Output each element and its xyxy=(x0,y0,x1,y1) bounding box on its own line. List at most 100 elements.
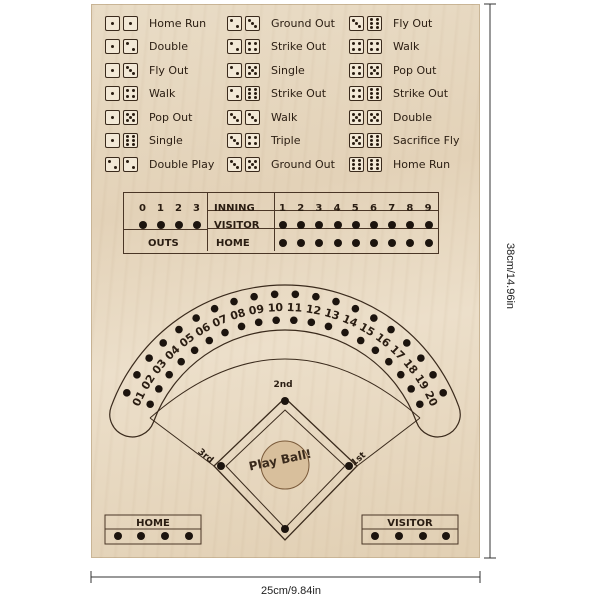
home-inning-hole xyxy=(351,239,360,247)
die-pip xyxy=(132,135,135,138)
runs-inner-hole xyxy=(165,370,174,379)
dice-outcome-label: Ground Out xyxy=(271,157,335,171)
die-pip xyxy=(352,42,355,45)
runs-number: 13 xyxy=(323,306,341,323)
dice-outcome-row: Single xyxy=(105,132,183,150)
runs-outer-hole xyxy=(291,290,300,299)
die-face-icon xyxy=(105,15,120,31)
die-pip xyxy=(126,118,129,122)
die-pip xyxy=(352,48,355,51)
die-pip xyxy=(248,136,251,139)
dice-outcome-label: Pop Out xyxy=(393,63,437,77)
die-pip xyxy=(376,96,379,99)
die-pip xyxy=(248,159,251,163)
home-score-hole xyxy=(114,532,122,540)
inning-divider-1 xyxy=(208,210,438,211)
die-pip xyxy=(233,139,236,142)
visitor-inning-hole xyxy=(406,221,415,229)
die-pip xyxy=(254,136,257,139)
die-pip xyxy=(352,162,355,166)
runs-inner-hole xyxy=(177,357,185,366)
dice-outcome-row: Strike Out xyxy=(227,38,326,56)
inning-number: 3 xyxy=(315,203,323,214)
runs-inner-hole xyxy=(237,322,246,331)
die-face-icon xyxy=(105,62,120,78)
die-face-icon xyxy=(349,156,364,172)
dice-outcome-label: Single xyxy=(271,63,305,77)
runs-inner-hole xyxy=(341,328,349,337)
die-face-icon xyxy=(105,133,120,148)
play-ball-badge xyxy=(260,440,310,490)
dice-outcome-label: Home Run xyxy=(149,16,207,30)
runs-outer-hole xyxy=(133,371,141,379)
inning-number: 6 xyxy=(370,203,377,214)
die-pip xyxy=(114,165,117,169)
die-pip xyxy=(251,115,254,119)
dice-outcome-row: Strike Out xyxy=(227,85,326,103)
die-pip xyxy=(254,48,257,51)
dice-outcome-row: Single xyxy=(227,61,305,79)
runs-inner-hole xyxy=(324,322,333,331)
width-label: 25cm/9.84in xyxy=(261,585,321,597)
die-pip xyxy=(111,139,114,142)
runs-number: 07 xyxy=(210,312,229,330)
runs-inner-hole xyxy=(307,318,316,327)
die-pip xyxy=(370,92,373,95)
die-face-icon xyxy=(367,133,382,148)
die-pip xyxy=(236,95,239,98)
die-pip xyxy=(248,88,251,91)
die-pip xyxy=(358,136,361,139)
scoreboard xyxy=(123,192,439,254)
inning-number: 7 xyxy=(388,203,396,214)
die-face-icon xyxy=(227,133,242,148)
die-pip xyxy=(248,92,251,95)
die-pip xyxy=(233,115,236,119)
outs-number: 3 xyxy=(193,203,200,214)
runs-outer-hole xyxy=(429,371,437,379)
second-base-hole xyxy=(281,397,289,405)
runs-outer-hole xyxy=(417,354,425,362)
die-face-icon xyxy=(349,39,364,54)
die-face-icon xyxy=(367,62,382,78)
die-pip xyxy=(352,18,355,22)
die-pip xyxy=(370,139,373,142)
die-face-icon xyxy=(245,39,260,54)
die-face-icon xyxy=(123,39,138,54)
runs-outer-hole xyxy=(312,292,320,301)
home-score-hole xyxy=(185,532,193,540)
runs-outer-hole xyxy=(370,314,378,322)
bottom-panels: HOME VISITOR xyxy=(104,514,459,545)
runs-number: 06 xyxy=(193,320,213,339)
outs-number: 2 xyxy=(175,203,182,214)
die-pip xyxy=(358,142,361,145)
die-face-icon xyxy=(349,15,364,31)
die-pip xyxy=(352,166,355,170)
die-pip xyxy=(126,135,129,138)
visitor-inning-hole xyxy=(333,221,342,229)
dice-outcome-row: Walk xyxy=(105,85,175,103)
die-face-icon xyxy=(227,15,242,31)
die-pip xyxy=(358,158,361,162)
die-pip xyxy=(132,165,135,169)
die-pip xyxy=(352,136,355,139)
die-pip xyxy=(352,71,355,75)
die-pip xyxy=(254,24,257,28)
die-pip xyxy=(254,71,257,75)
runs-inner-hole xyxy=(254,318,263,327)
die-pip xyxy=(129,68,132,72)
die-pip xyxy=(373,68,376,72)
die-pip xyxy=(370,17,373,21)
die-pip xyxy=(376,112,379,116)
runs-outer-hole xyxy=(250,292,258,301)
dice-outcome-label: Walk xyxy=(271,110,298,124)
visitor-score-hole xyxy=(419,532,427,540)
die-pip xyxy=(352,112,355,116)
runs-outer-hole xyxy=(270,290,279,299)
die-pip xyxy=(254,88,257,91)
die-pip xyxy=(358,112,361,116)
die-pip xyxy=(230,112,233,116)
die-pip xyxy=(126,65,129,69)
runs-number: 20 xyxy=(422,389,441,409)
die-pip xyxy=(254,159,257,163)
